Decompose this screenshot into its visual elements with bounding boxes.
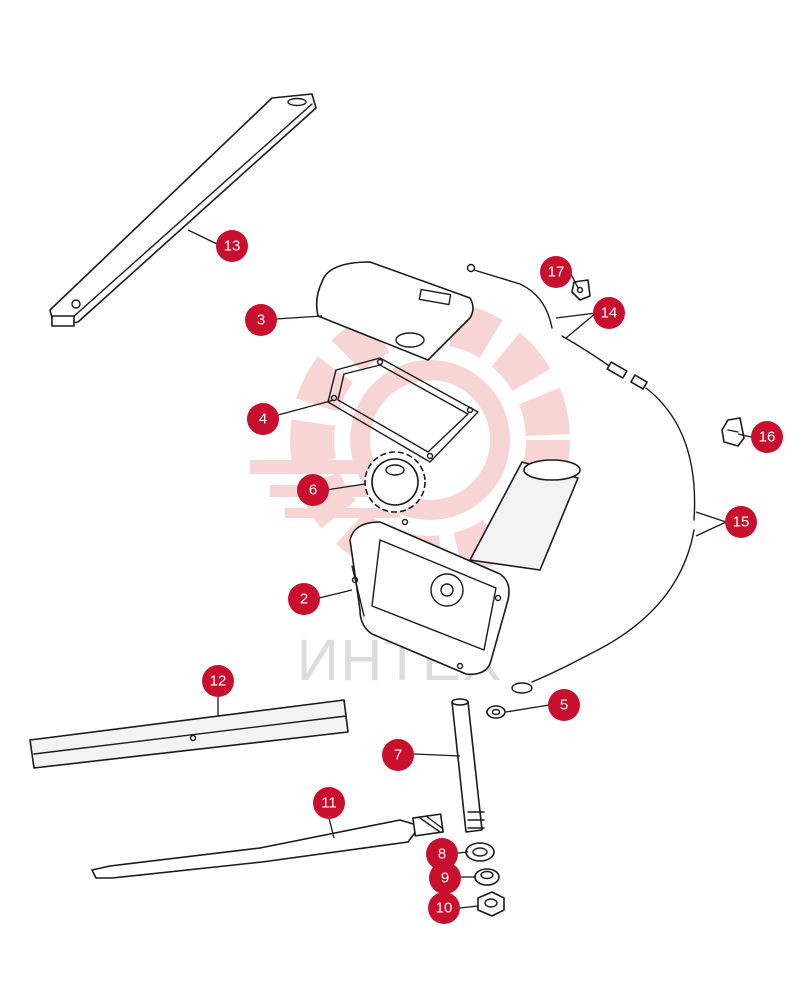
callout-15: 15: [725, 506, 757, 538]
callout-16: 16: [751, 421, 783, 453]
washer-part: [465, 842, 495, 862]
callout-2: 2: [288, 583, 320, 615]
svg-text:10: 10: [436, 900, 453, 917]
callout-12: 12: [202, 665, 234, 697]
callout-3: 3: [245, 304, 277, 336]
callouts: 13 3 4 6 2 17 14 16: [202, 230, 783, 924]
gear-part: [364, 451, 426, 513]
svg-text:3: 3: [257, 312, 265, 329]
callout-9: 9: [429, 862, 461, 894]
wiper-arm-part: [91, 813, 444, 879]
callout-14: 14: [593, 297, 625, 329]
callout-5: 5: [548, 689, 580, 721]
callout-8: 8: [426, 838, 458, 870]
bracket-part: [721, 417, 745, 447]
svg-text:13: 13: [224, 238, 241, 255]
svg-text:7: 7: [394, 747, 402, 764]
callout-10: 10: [428, 892, 460, 924]
callout-17: 17: [540, 256, 572, 288]
svg-text:4: 4: [259, 411, 267, 428]
bushing-part: [474, 868, 500, 886]
cover-plate-part: [315, 261, 474, 361]
svg-text:15: 15: [733, 514, 750, 531]
hex-nut-part: [477, 891, 505, 917]
gearbox-housing-part: [349, 459, 581, 676]
long-cable-part: [511, 387, 696, 694]
svg-text:8: 8: [438, 846, 446, 863]
svg-text:14: 14: [601, 305, 618, 322]
callout-6: 6: [297, 474, 329, 506]
svg-text:17: 17: [548, 264, 565, 281]
svg-text:2: 2: [300, 591, 308, 608]
callout-13: 13: [216, 230, 248, 262]
leader-lines: [187, 229, 752, 909]
callout-11: 11: [313, 787, 345, 819]
svg-text:6: 6: [309, 482, 317, 499]
mounting-bar-part: [49, 93, 317, 327]
svg-text:11: 11: [321, 795, 337, 812]
upper-cable-part: [466, 263, 648, 390]
nut-part: [486, 705, 506, 719]
callout-7: 7: [382, 739, 414, 771]
svg-text:9: 9: [441, 870, 449, 887]
callout-4: 4: [247, 403, 279, 435]
spindle-shaft-part: [451, 698, 485, 833]
svg-text:12: 12: [210, 673, 227, 690]
svg-text:5: 5: [560, 697, 568, 714]
wiper-blade-part: [29, 699, 349, 769]
svg-text:16: 16: [759, 429, 776, 446]
cable-clip-part: [571, 279, 591, 301]
gasket-part: [327, 357, 479, 463]
